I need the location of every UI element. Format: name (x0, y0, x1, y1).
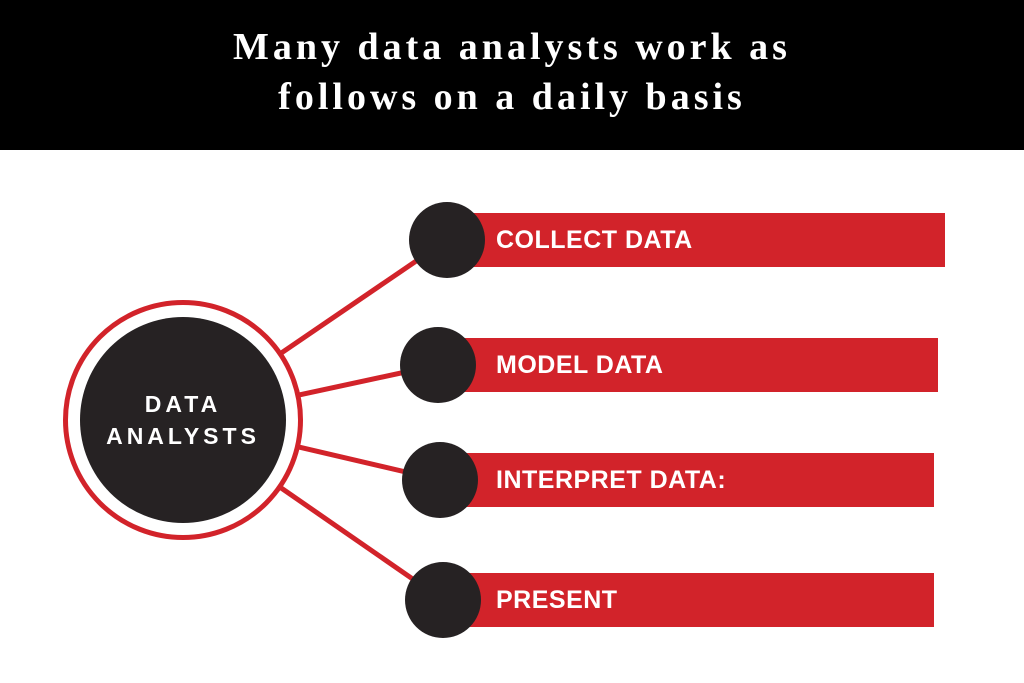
step-label: PRESENT (496, 585, 618, 614)
hub-label-line-1: DATA (144, 391, 222, 417)
hub-label-line-2: ANALYSTS (106, 423, 260, 449)
node-dot-collect (409, 202, 485, 278)
node-dot-present (405, 562, 481, 638)
step-label: MODEL DATA (496, 350, 664, 379)
step-bar-collect-data: COLLECT DATA (440, 213, 945, 267)
step-bar-model-data: MODEL DATA (440, 338, 938, 392)
header-band: Many data analysts work as follows on a … (0, 0, 1024, 150)
node-dot-model (400, 327, 476, 403)
step-label: INTERPRET DATA: (496, 465, 727, 494)
step-label: COLLECT DATA (496, 225, 693, 254)
step-bar-interpret-data: INTERPRET DATA: (440, 453, 934, 507)
hub-circle: DATA ANALYSTS (80, 317, 286, 523)
page-title-line-2: follows on a daily basis (278, 76, 746, 118)
node-dot-interpret (402, 442, 478, 518)
step-bar-present: PRESENT (440, 573, 934, 627)
page-title-line-1: Many data analysts work as (233, 26, 791, 68)
